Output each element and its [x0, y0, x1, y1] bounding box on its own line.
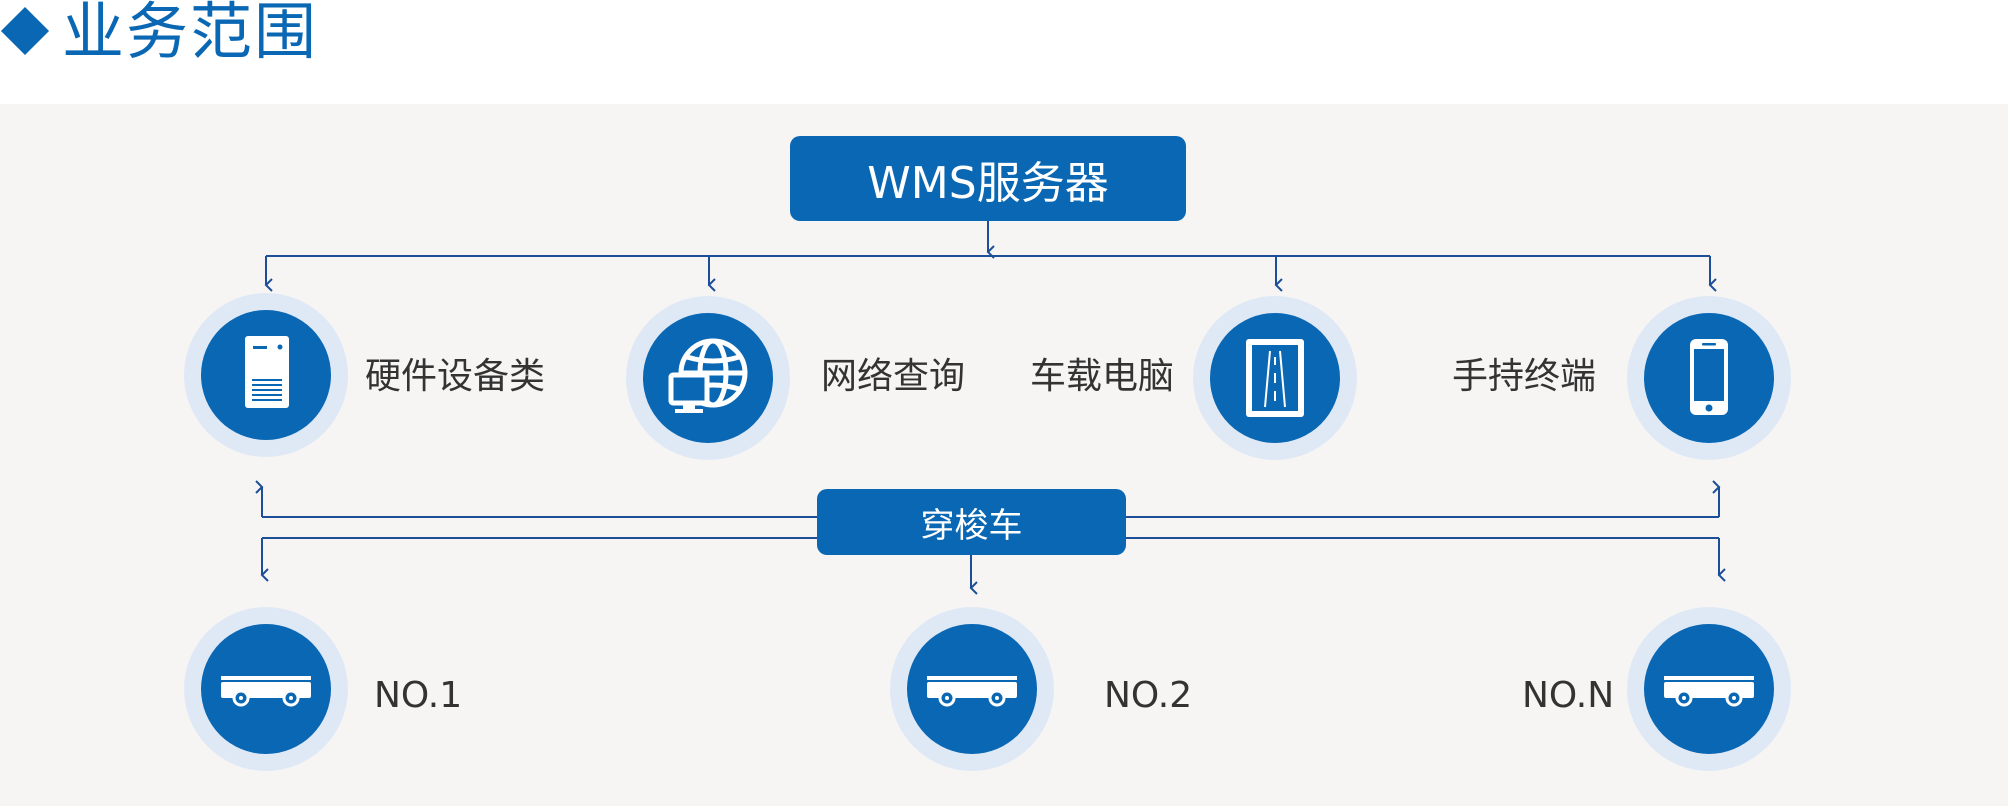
page-title: 业务范围 [62, 0, 319, 68]
smartphone-icon [1690, 339, 1728, 415]
node-shuttle-non [1627, 607, 1791, 771]
label-handheld: 手持终端 [1452, 356, 1597, 397]
label-network: 网络查询 [821, 356, 966, 397]
shuttle-cart-icon [927, 676, 1017, 707]
node-shuttle-no2 [890, 607, 1054, 771]
label-no1: NO.1 [374, 675, 463, 716]
shuttle-cart-icon [221, 676, 311, 707]
label-hardware: 硬件设备类 [365, 356, 546, 397]
label-non: NO.N [1522, 675, 1615, 716]
shuttle-box: 穿梭车 [817, 489, 1126, 555]
node-network [626, 296, 790, 460]
wms-server-box: WMS服务器 [790, 136, 1186, 221]
node-vehicle-pc [1193, 296, 1357, 460]
label-vehicle-pc: 车载电脑 [1030, 356, 1175, 397]
node-shuttle-no1 [184, 607, 348, 771]
globe-monitor-icon [668, 338, 748, 413]
label-no2: NO.2 [1104, 675, 1193, 716]
server-tower-icon [245, 336, 289, 408]
tablet-icon [1246, 339, 1304, 417]
shuttle-cart-icon [1664, 676, 1754, 707]
node-handheld [1627, 296, 1791, 460]
header: 业务范围 [0, 0, 2008, 104]
node-hardware [184, 293, 348, 457]
